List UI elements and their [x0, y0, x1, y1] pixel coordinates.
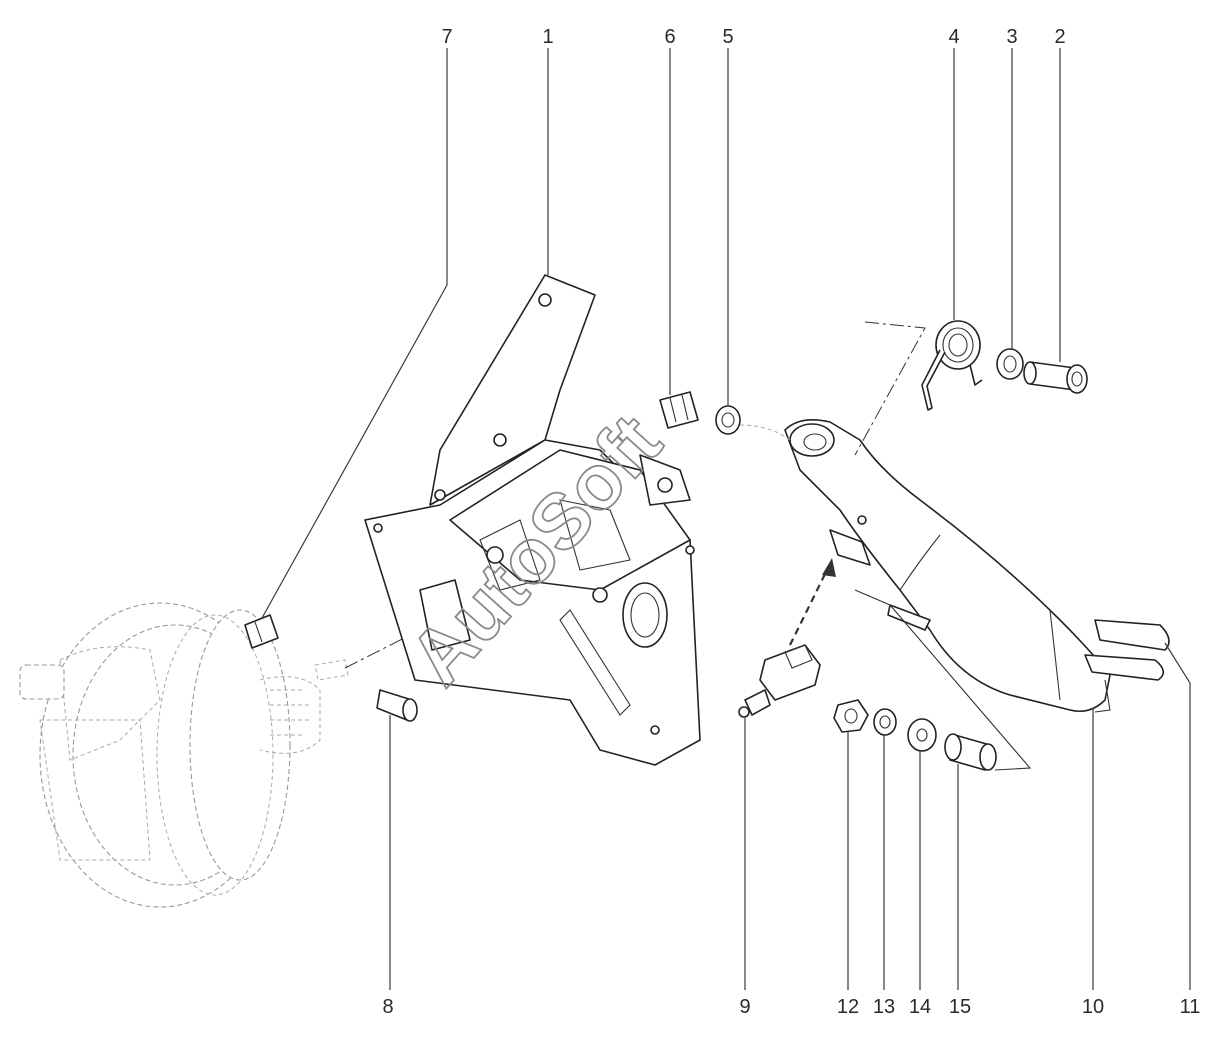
switch-install-arrowhead [822, 558, 836, 577]
leader-7 [261, 48, 448, 619]
large-washer-part [907, 718, 937, 752]
pedal-bracket-part [364, 274, 701, 766]
spring-axis-line [854, 321, 926, 456]
callout-2: 2 [1054, 26, 1065, 48]
callout-9: 9 [739, 996, 750, 1018]
callout-6: 6 [664, 26, 675, 48]
callout-13: 13 [873, 996, 895, 1018]
callout-1: 1 [542, 26, 553, 48]
callout-15: 15 [949, 996, 971, 1018]
retaining-clip-part [659, 391, 699, 429]
callout-10: 10 [1082, 996, 1104, 1018]
callout-14: 14 [909, 996, 931, 1018]
callout-8: 8 [382, 996, 393, 1018]
callout-5: 5 [722, 26, 733, 48]
pedal-pad-part [1084, 619, 1170, 713]
spacer-sleeve-part [944, 733, 997, 771]
rod-clip-part [244, 614, 279, 649]
callout-4: 4 [948, 26, 959, 48]
brake-booster-ghost [19, 602, 349, 908]
pivot-group-bracket-line [854, 589, 1032, 771]
callout-7: 7 [441, 26, 452, 48]
pedal-bushing-part [715, 405, 741, 435]
brake-pedal-part [784, 419, 1111, 713]
callout-12: 12 [837, 996, 859, 1018]
clevis-pin-part [376, 689, 418, 722]
bushing-nut-part [833, 699, 869, 733]
leader-lines [261, 48, 1191, 990]
pivot-pin-part [1023, 361, 1088, 394]
callout-11: 11 [1180, 996, 1201, 1018]
switch-install-arrow [789, 567, 829, 646]
stop-light-switch-part [738, 644, 821, 718]
small-washer-part [873, 708, 897, 736]
return-spring-part [921, 320, 983, 411]
washer-bushing-part [996, 348, 1024, 380]
bushing-axis-line [739, 424, 791, 441]
callout-3: 3 [1006, 26, 1017, 48]
callout-labels: 1 2 3 4 5 6 7 8 9 10 11 12 13 14 15 [382, 26, 1200, 1018]
leader-11 [1164, 642, 1191, 990]
